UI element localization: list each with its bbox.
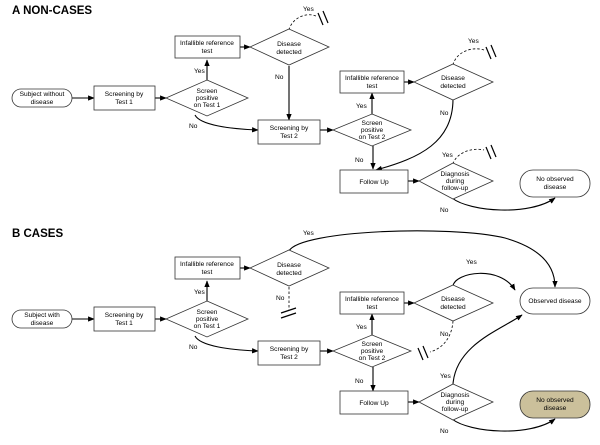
- decision-disease-detected-1: [249, 249, 330, 287]
- outcome-no-observed-disease: [519, 390, 591, 419]
- label-no: No: [275, 74, 284, 81]
- label-no: No: [276, 295, 285, 302]
- node-infallible-reference-test2: [339, 70, 405, 94]
- label-no: No: [440, 331, 449, 338]
- label-no: No: [189, 344, 198, 351]
- label-yes: Yes: [303, 230, 314, 237]
- node-infallible-reference-test2: [339, 291, 405, 315]
- label-yes: Yes: [194, 68, 205, 75]
- label-no: No: [440, 110, 449, 117]
- label-yes: Yes: [303, 6, 314, 13]
- decision-disease-detected-1: [249, 28, 330, 66]
- label-yes: Yes: [466, 259, 477, 266]
- label-no: No: [189, 123, 198, 130]
- label-no: No: [355, 157, 364, 164]
- label-no: No: [440, 207, 449, 214]
- outcome-observed-disease: [519, 287, 591, 315]
- decision-screen-positive-test2: [331, 113, 413, 147]
- svg-text:Observed disease: Observed disease: [528, 298, 581, 305]
- decision-screen-positive-test1: [165, 300, 249, 338]
- node-subject-with-disease: [11, 309, 73, 329]
- label-yes: Yes: [442, 152, 453, 159]
- decision-screen-positive-test2: [331, 334, 413, 368]
- node-screening-test2: [257, 119, 321, 145]
- label-yes: Yes: [440, 373, 451, 380]
- node-screening-test1: [93, 306, 156, 332]
- decision-disease-detected-2: [413, 284, 494, 322]
- node-follow-up: [339, 390, 409, 415]
- node-infallible-reference-test1: [174, 35, 241, 59]
- svg-text:Follow Up: Follow Up: [359, 179, 389, 186]
- node-follow-up: [339, 169, 409, 194]
- svg-text:Follow Up: Follow Up: [359, 400, 389, 407]
- label-yes: Yes: [356, 103, 367, 110]
- node-screening-test1: [93, 85, 156, 111]
- node-infallible-reference-test1: [174, 256, 241, 280]
- label-yes: Yes: [468, 38, 479, 45]
- label-no: No: [440, 428, 449, 435]
- decision-screen-positive-test1: [165, 79, 249, 117]
- label-yes: Yes: [356, 324, 367, 331]
- section-title-non-cases: A NON-CASES: [12, 5, 92, 17]
- decision-diagnosis-follow-up: [418, 162, 494, 200]
- decision-disease-detected-2: [413, 63, 494, 101]
- label-yes: Yes: [194, 289, 205, 296]
- section-title-cases: B CASES: [12, 228, 63, 240]
- decision-diagnosis-follow-up: [418, 383, 494, 421]
- node-subject-without-disease: [11, 88, 73, 108]
- label-no: No: [355, 378, 364, 385]
- outcome-no-observed-disease: [519, 169, 591, 198]
- node-screening-test2: [257, 340, 321, 366]
